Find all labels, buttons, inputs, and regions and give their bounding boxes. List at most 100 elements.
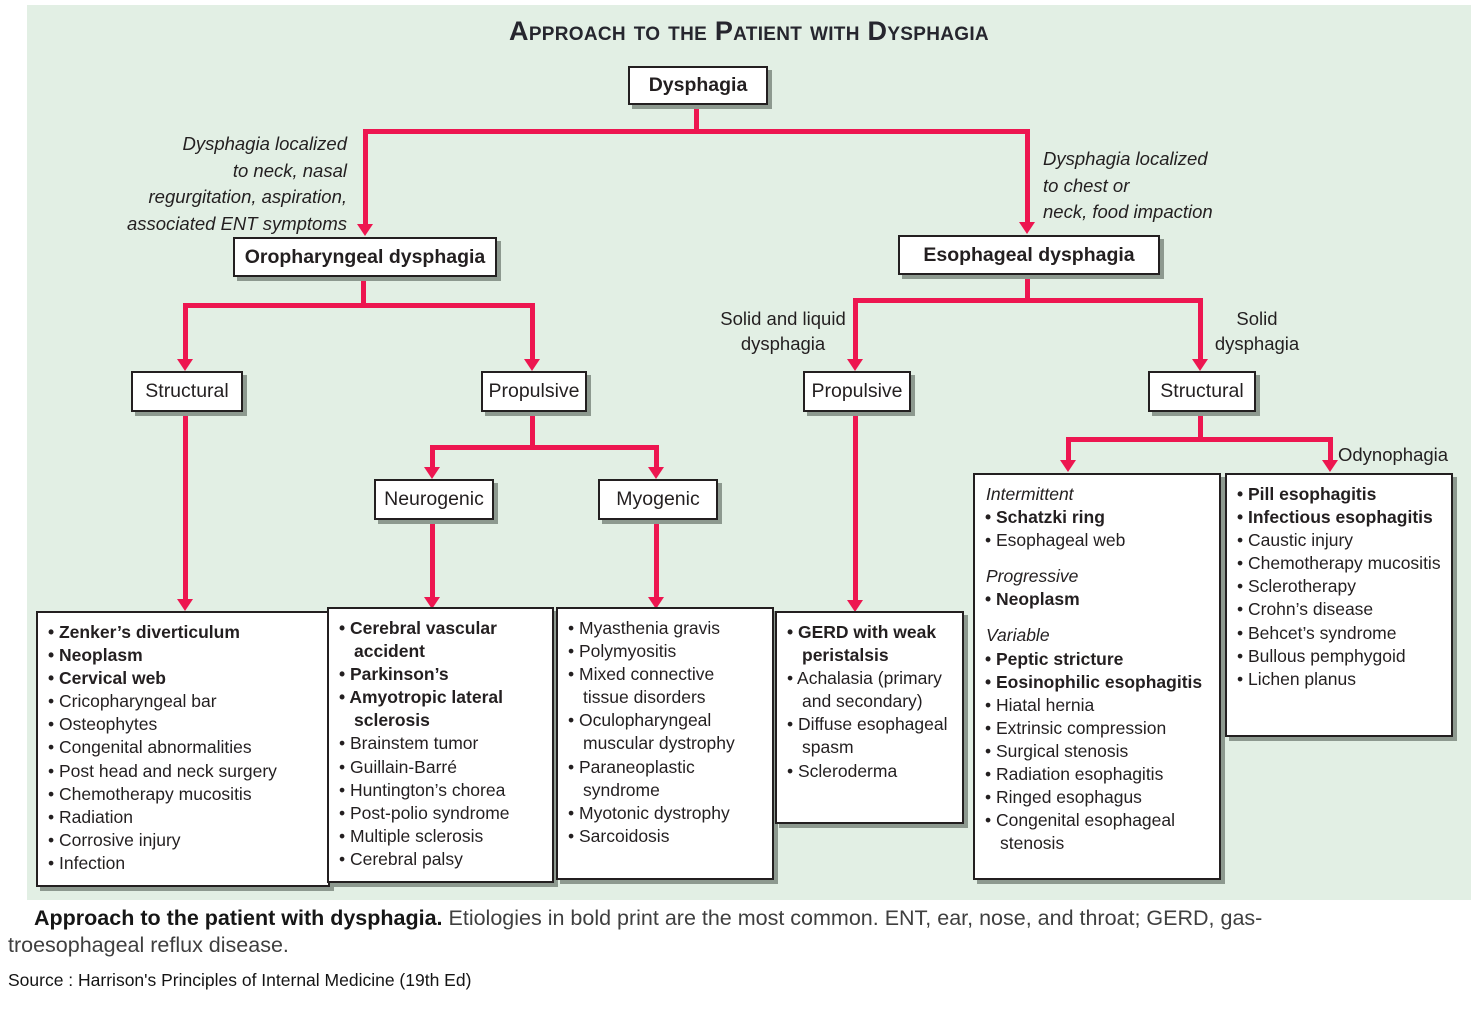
connector-line: [1198, 408, 1203, 441]
list-item: • Osteophytes: [48, 714, 158, 735]
list-item: • Multiple sclerosis: [339, 825, 484, 846]
list-group-header: Progressive: [986, 566, 1079, 587]
list-item: • Chemotherapy mucositis: [1237, 553, 1441, 574]
list-item: • Congenital esophageal stenosis: [985, 810, 1176, 854]
list-item: • Corrosive injury: [48, 829, 181, 850]
connector-line: [1025, 271, 1030, 302]
arrowhead-icon: [648, 467, 664, 479]
arrowhead-icon: [424, 597, 440, 609]
list-item: • Scleroderma: [787, 760, 898, 781]
list-item: • Parkinson’s: [339, 664, 449, 685]
edge-label-odynophagia: Odynophagia: [1338, 444, 1449, 465]
connector-line: [530, 303, 535, 359]
list-item: • Sarcoidosis: [568, 825, 670, 846]
list-esophageal-propulsive-causes: • GERD with weak peristalsis• Achalasia …: [775, 611, 964, 824]
list-item: • Zenker’s diverticulum: [48, 622, 240, 642]
caption-text-line2: troesophageal reflux disease.: [8, 933, 289, 957]
list-neurogenic-causes: • Cerebral vascular accident• Parkinson’…: [327, 607, 554, 884]
node-myogenic: Myogenic: [598, 479, 718, 520]
list-item: • Mixed connective tissue disorders: [568, 664, 715, 708]
connector-line: [183, 303, 188, 359]
connector-line: [430, 516, 435, 599]
list-item: • Caustic injury: [1237, 530, 1354, 551]
list-group-header: Intermittent: [986, 484, 1074, 504]
list-item: • Congenital abnormalities: [48, 737, 252, 758]
connector-line: [1198, 298, 1203, 359]
node-esophageal-propulsive: Propulsive: [803, 371, 911, 412]
list-item: • Ringed esophagus: [985, 787, 1142, 808]
list-item: • Eosinophilic esophagitis: [985, 671, 1203, 692]
connector-line: [1025, 129, 1030, 222]
connector-line: [530, 408, 535, 449]
list-esophageal-structural-causes: Intermittent • Schatzki ring• Esophageal …: [973, 473, 1221, 880]
arrowhead-icon: [1060, 460, 1076, 472]
list-group-header: Variable: [986, 625, 1050, 646]
arrowhead-icon: [1322, 460, 1338, 472]
list-item: • Lichen planus: [1237, 668, 1356, 689]
connector-line: [1066, 437, 1332, 442]
node-oropharyngeal-propulsive: Propulsive: [481, 371, 587, 412]
list-item: • Infectious esophagitis: [1237, 507, 1433, 528]
list-item: • Infection: [48, 852, 126, 873]
arrowhead-icon: [177, 359, 193, 371]
connector-line: [694, 101, 699, 134]
connector-line: [654, 516, 659, 599]
list-item: • Polymyositis: [568, 641, 677, 662]
node-neurogenic: Neurogenic: [374, 479, 494, 520]
connector-line: [853, 298, 858, 359]
list-item: • Radiation esophagitis: [985, 764, 1164, 785]
arrowhead-icon: [847, 600, 863, 612]
list-item: • GERD with weak peristalsis: [787, 622, 937, 666]
node-dysphagia: Dysphagia: [628, 66, 768, 105]
list-item: • Surgical stenosis: [985, 740, 1129, 761]
connector-line: [183, 408, 188, 599]
list-item: • Cervical web: [48, 668, 166, 689]
list-item: • Peptic stricture: [985, 648, 1124, 669]
list-item: • Cerebral palsy: [339, 848, 463, 869]
list-item: • Behcet’s syndrome: [1237, 622, 1397, 643]
list-myogenic-causes: • Myasthenia gravis • Polymyositis• Mixed…: [556, 607, 774, 880]
list-item: • Guillain-Barré: [339, 756, 457, 777]
list-item: • Oculopharyngeal muscular dystrophy: [568, 710, 735, 754]
connector-line: [1066, 437, 1071, 461]
list-item: • Pill esophagitis: [1237, 484, 1377, 504]
connector-line: [853, 408, 858, 600]
list-item: • Sclerotherapy: [1237, 576, 1356, 597]
connector-line: [363, 129, 1030, 134]
connector-line: [363, 129, 368, 224]
list-item: • Achalasia (primary and secondary): [787, 668, 942, 712]
node-oropharyngeal-dysphagia: Oropharyngeal dysphagia: [233, 237, 497, 277]
list-item: • Neoplasm: [48, 645, 143, 666]
arrowhead-icon: [357, 224, 373, 236]
list-item: • Schatzki ring: [985, 507, 1105, 528]
list-item: • Bullous pemphygoid: [1237, 645, 1406, 666]
arrowhead-icon: [424, 467, 440, 479]
arrowhead-icon: [648, 597, 664, 609]
list-item: • Myasthenia gravis: [568, 618, 721, 638]
node-oropharyngeal-structural: Structural: [131, 371, 243, 412]
connector-line: [853, 298, 1202, 303]
list-item: • Cricopharyngeal bar: [48, 691, 217, 712]
list-item: • Myotonic dystrophy: [568, 802, 730, 823]
connector-line: [654, 445, 659, 468]
list-item: • Huntington’s chorea: [339, 779, 506, 800]
arrowhead-icon: [847, 359, 863, 371]
arrowhead-icon: [1019, 222, 1035, 234]
list-odynophagia-causes: • Pill esophagitis • Infectious esophagit…: [1225, 473, 1453, 737]
connector-line: [430, 445, 435, 468]
list-item: • Extrinsic compression: [985, 717, 1167, 738]
source-credit: Source : Harrison's Principles of Intern…: [8, 970, 472, 990]
list-item: • Esophageal web: [985, 530, 1126, 551]
list-item: • Radiation: [48, 806, 133, 827]
list-item: • Hiatal hernia: [985, 694, 1095, 715]
list-item: • Diffuse esophageal spasm: [787, 714, 948, 758]
node-esophageal-structural: Structural: [1148, 371, 1256, 412]
list-item: • Crohn’s disease: [1237, 599, 1374, 620]
connector-line: [361, 273, 366, 307]
diagram-title: Approach to the Patient with Dysphagia: [509, 16, 989, 46]
arrowhead-icon: [524, 359, 540, 371]
